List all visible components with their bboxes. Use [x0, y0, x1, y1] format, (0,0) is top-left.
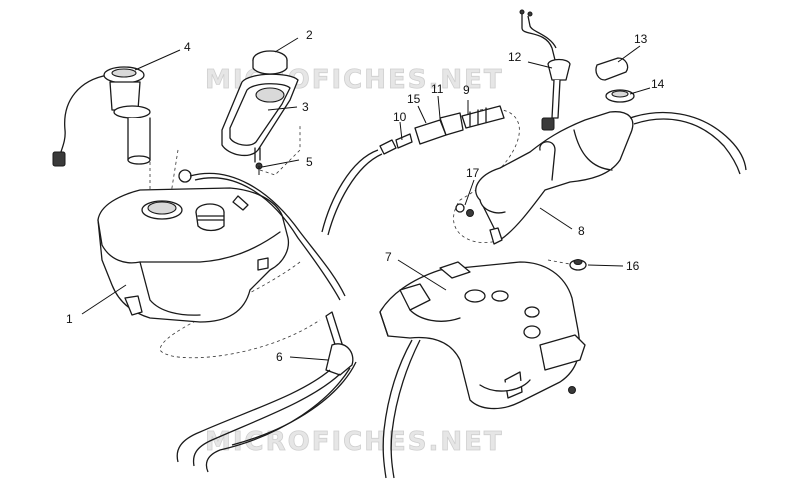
callout-16: 16 [626, 259, 640, 273]
callout-15: 15 [407, 92, 421, 106]
lower-housing [379, 261, 586, 479]
oil-reservoir [475, 111, 747, 245]
callout-13: 13 [634, 32, 648, 46]
filler-tray [221, 73, 299, 163]
callout-4: 4 [184, 40, 191, 54]
callout-3: 3 [302, 100, 309, 114]
vent-hose-1-edge [194, 177, 341, 301]
callout-1: 1 [66, 312, 73, 326]
callout-9: 9 [463, 83, 470, 97]
fuel-gauge-sender [52, 66, 151, 167]
reservoir-cap [595, 57, 635, 103]
callout-10: 10 [393, 110, 407, 124]
level-sender [519, 9, 571, 131]
main-fuel-tank [97, 169, 290, 323]
callout-14: 14 [651, 77, 665, 91]
callout-7: 7 [385, 250, 392, 264]
filler-cap [252, 50, 288, 75]
callout-11: 11 [431, 82, 444, 96]
screw-5 [255, 162, 263, 175]
callout-12: 12 [508, 50, 522, 64]
vent-hose-1 [189, 172, 346, 297]
fuel-hose-left [321, 149, 379, 233]
fuel-tap [176, 311, 357, 473]
callout-2: 2 [306, 28, 313, 42]
leader-lines [81, 37, 651, 361]
watermark-bottom: MICROFICHES.NET [205, 427, 504, 457]
callout-17: 17 [466, 166, 480, 180]
callout-6: 6 [276, 350, 283, 364]
callout-8: 8 [578, 224, 585, 238]
callout-5: 5 [306, 155, 313, 169]
callout-labels: 1 2 3 4 5 6 7 8 9 10 11 12 13 14 15 16 1… [66, 28, 665, 364]
fuel-hose-left-edge [327, 153, 383, 236]
bolt-17 [455, 203, 474, 217]
filter-assembly [379, 105, 505, 155]
grommet-16 [569, 259, 587, 271]
